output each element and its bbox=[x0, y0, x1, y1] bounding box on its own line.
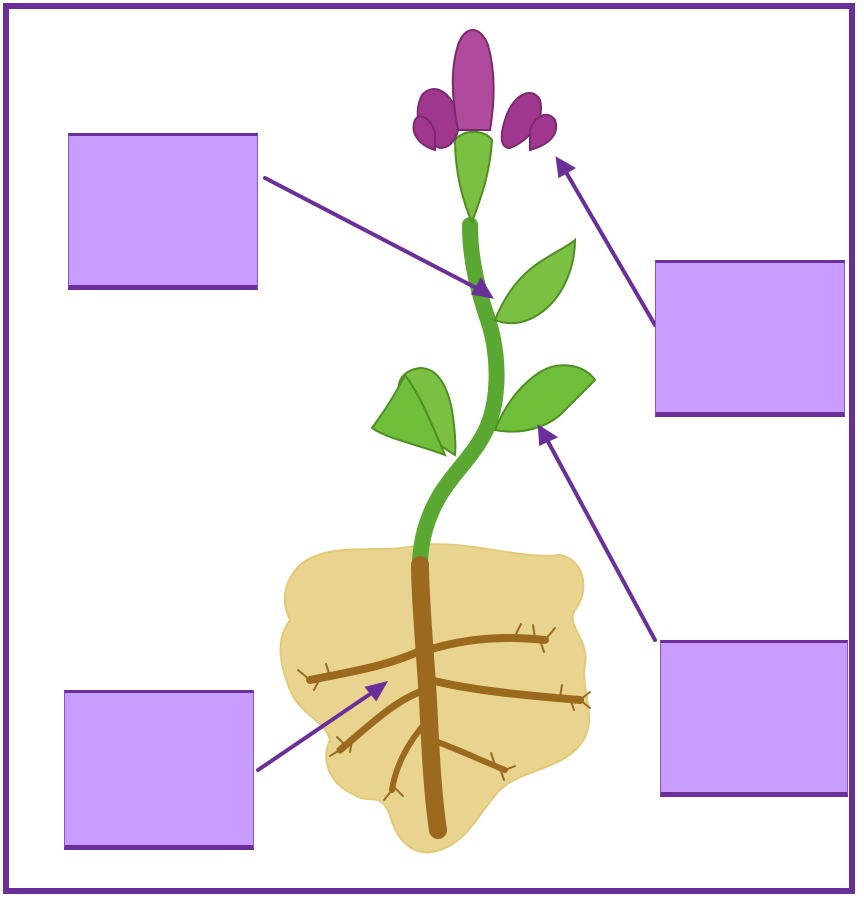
arrow-flower bbox=[563, 167, 655, 325]
arrow-flower-head bbox=[558, 160, 572, 175]
right-leaf bbox=[495, 365, 595, 431]
label-box-stem[interactable] bbox=[68, 133, 258, 290]
label-box-flower[interactable] bbox=[655, 260, 845, 417]
lower-left-leaves bbox=[372, 368, 455, 455]
label-box-leaf[interactable] bbox=[660, 640, 848, 797]
arrow-leaf-head bbox=[540, 428, 554, 443]
flower-petals bbox=[414, 30, 557, 150]
sepals bbox=[455, 132, 492, 222]
label-box-root[interactable] bbox=[64, 690, 254, 850]
upper-leaf bbox=[495, 240, 575, 323]
arrow-stem bbox=[265, 178, 484, 292]
